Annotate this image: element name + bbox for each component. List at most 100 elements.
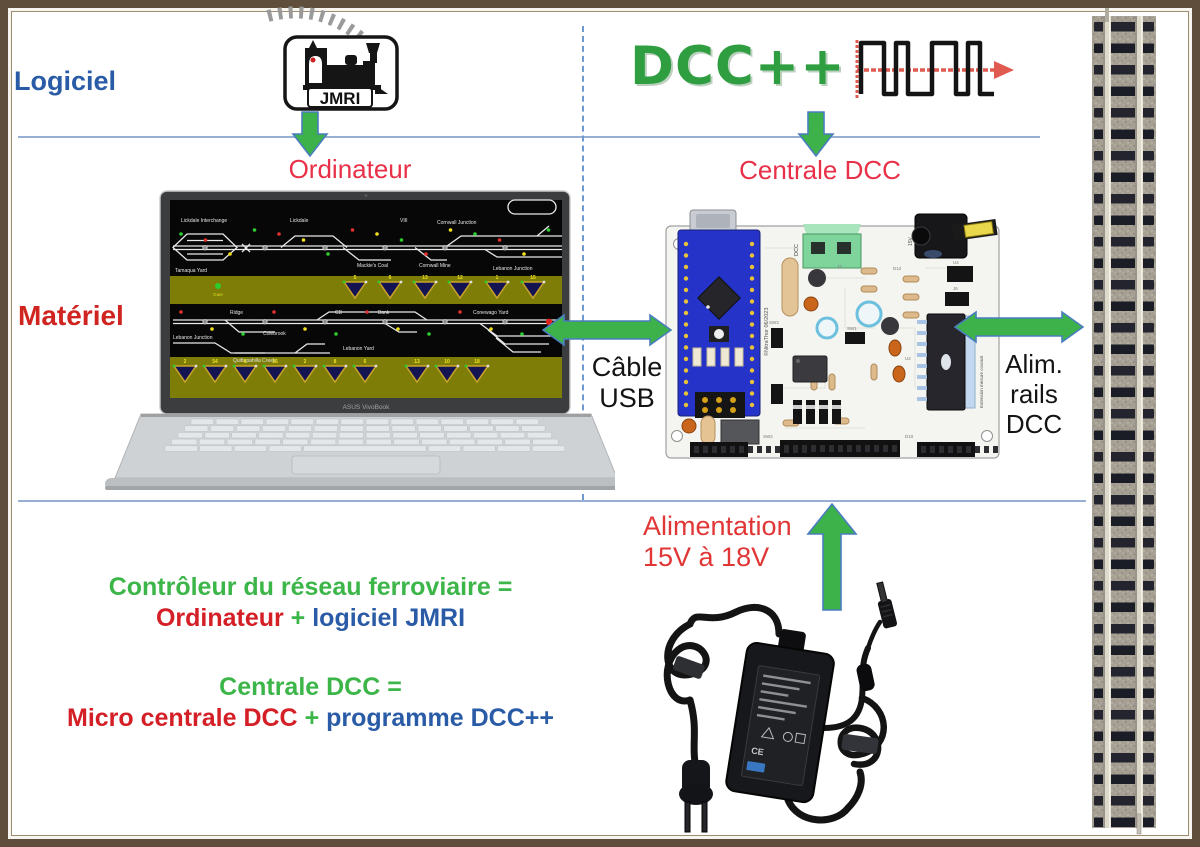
pad xyxy=(749,322,755,327)
svg-text:VIII: VIII xyxy=(400,218,408,224)
pin-hole xyxy=(921,446,926,453)
gauge-dot xyxy=(364,280,368,284)
svg-text:SW2: SW2 xyxy=(763,434,773,439)
rails xyxy=(1103,16,1143,828)
pin xyxy=(917,386,927,390)
pin-hole xyxy=(939,446,944,453)
svg-text:Tamaqua Yard: Tamaqua Yard xyxy=(175,268,207,274)
track-schematic-upper xyxy=(172,199,562,261)
gauge-dot xyxy=(352,364,356,368)
square-wave xyxy=(858,40,994,97)
bottom-pin-headers xyxy=(690,440,998,457)
jmri-flex-track-decoration xyxy=(266,6,371,47)
diode-row xyxy=(793,400,841,424)
key xyxy=(313,425,338,432)
station-labels: Lickdale Interchange Lickdale VIII Cornw… xyxy=(173,218,533,364)
cable-label-line2: USB xyxy=(599,383,655,413)
svg-text:Lebanon Yard: Lebanon Yard xyxy=(343,346,374,352)
svg-text:Cornwall Junction: Cornwall Junction xyxy=(437,220,477,226)
pin xyxy=(917,320,927,324)
pin-hole xyxy=(739,446,744,453)
pin xyxy=(917,375,927,379)
gauge-dot xyxy=(412,280,416,284)
adapter-label xyxy=(740,665,821,787)
equations-block: Contrôleur du réseau ferroviaire = Ordin… xyxy=(28,572,593,734)
power-supply: CE xyxy=(663,581,897,833)
signal-gauge xyxy=(352,365,378,384)
pad xyxy=(749,356,755,362)
gauge-dot xyxy=(506,280,510,284)
signal-gauge xyxy=(520,281,546,300)
key xyxy=(199,445,233,452)
pad xyxy=(683,264,689,270)
jmri-text-plate xyxy=(307,87,373,108)
pin-hole xyxy=(730,446,735,453)
label-line xyxy=(756,713,785,721)
key xyxy=(500,432,525,439)
equation-controller-title: Contrôleur du réseau ferroviaire = xyxy=(108,573,513,601)
gauge-number: 12 xyxy=(457,275,463,281)
svg-text:Lickdale: Lickdale xyxy=(290,218,309,224)
dcc-station-board: ©NitraThor 06/2023 DCC 15V xyxy=(665,209,1000,459)
eq-logiciel-jmri: logiciel JMRI xyxy=(312,604,466,632)
pin xyxy=(917,342,927,346)
signal-gauge xyxy=(202,365,228,384)
pad xyxy=(683,379,689,385)
key xyxy=(421,438,448,445)
key xyxy=(338,432,364,439)
signal-dot xyxy=(427,332,431,336)
stop-signal-dot xyxy=(545,318,553,325)
materiel-label: Matériel xyxy=(18,300,124,331)
dc-barrel-plug xyxy=(876,581,897,629)
pad xyxy=(749,253,755,258)
pin-hole xyxy=(694,446,699,453)
pad xyxy=(749,333,755,339)
pin xyxy=(917,353,927,357)
turnout-marker xyxy=(322,319,328,325)
eq-micro-centrale: Micro centrale DCC xyxy=(67,704,298,732)
cable-usb-label: Câble USB xyxy=(560,352,694,414)
divider-bottom xyxy=(18,500,1086,502)
key xyxy=(465,418,489,425)
signal-gauge xyxy=(412,281,438,300)
signal-dot xyxy=(448,228,453,232)
svg-text:SW3: SW3 xyxy=(769,320,779,325)
turnout-marker xyxy=(502,245,508,251)
gauge-dot xyxy=(426,364,430,368)
cable-strap-left xyxy=(673,656,705,679)
pad xyxy=(683,368,689,373)
turnout-marker xyxy=(442,245,448,251)
gauge-dot xyxy=(262,364,266,368)
key xyxy=(258,432,284,439)
key xyxy=(315,418,339,425)
pad xyxy=(749,276,755,281)
pad xyxy=(749,287,755,293)
pin-hole xyxy=(820,445,825,452)
dccpp-logo-text: DCC++ xyxy=(630,36,846,97)
pin xyxy=(917,364,927,368)
signal-dot xyxy=(497,238,502,242)
signal-dot xyxy=(252,228,257,232)
pin-hole xyxy=(930,446,935,453)
gauge-number: 8 xyxy=(334,359,337,365)
gate-signal-dot xyxy=(215,283,221,289)
gauge-dot xyxy=(464,364,468,368)
signal-dot xyxy=(326,252,330,256)
rail-joiner-top xyxy=(1105,8,1109,22)
gauge-number: 18 xyxy=(474,359,480,365)
svg-text:Ridge: Ridge xyxy=(230,310,243,316)
gauge-number: 54 xyxy=(212,359,218,365)
gauge-number: 5 xyxy=(354,275,357,281)
signal-dots-upper xyxy=(179,228,551,256)
gauge-dot xyxy=(469,280,473,284)
turnout-markers xyxy=(202,245,508,325)
signal-dot xyxy=(277,232,281,236)
pin-hole xyxy=(856,445,861,452)
signal-dot xyxy=(334,332,338,336)
dcc-terminal-block xyxy=(802,224,862,269)
key xyxy=(287,425,312,432)
pin-hole xyxy=(811,445,816,452)
key xyxy=(415,418,439,425)
label-text-lines xyxy=(756,674,811,721)
